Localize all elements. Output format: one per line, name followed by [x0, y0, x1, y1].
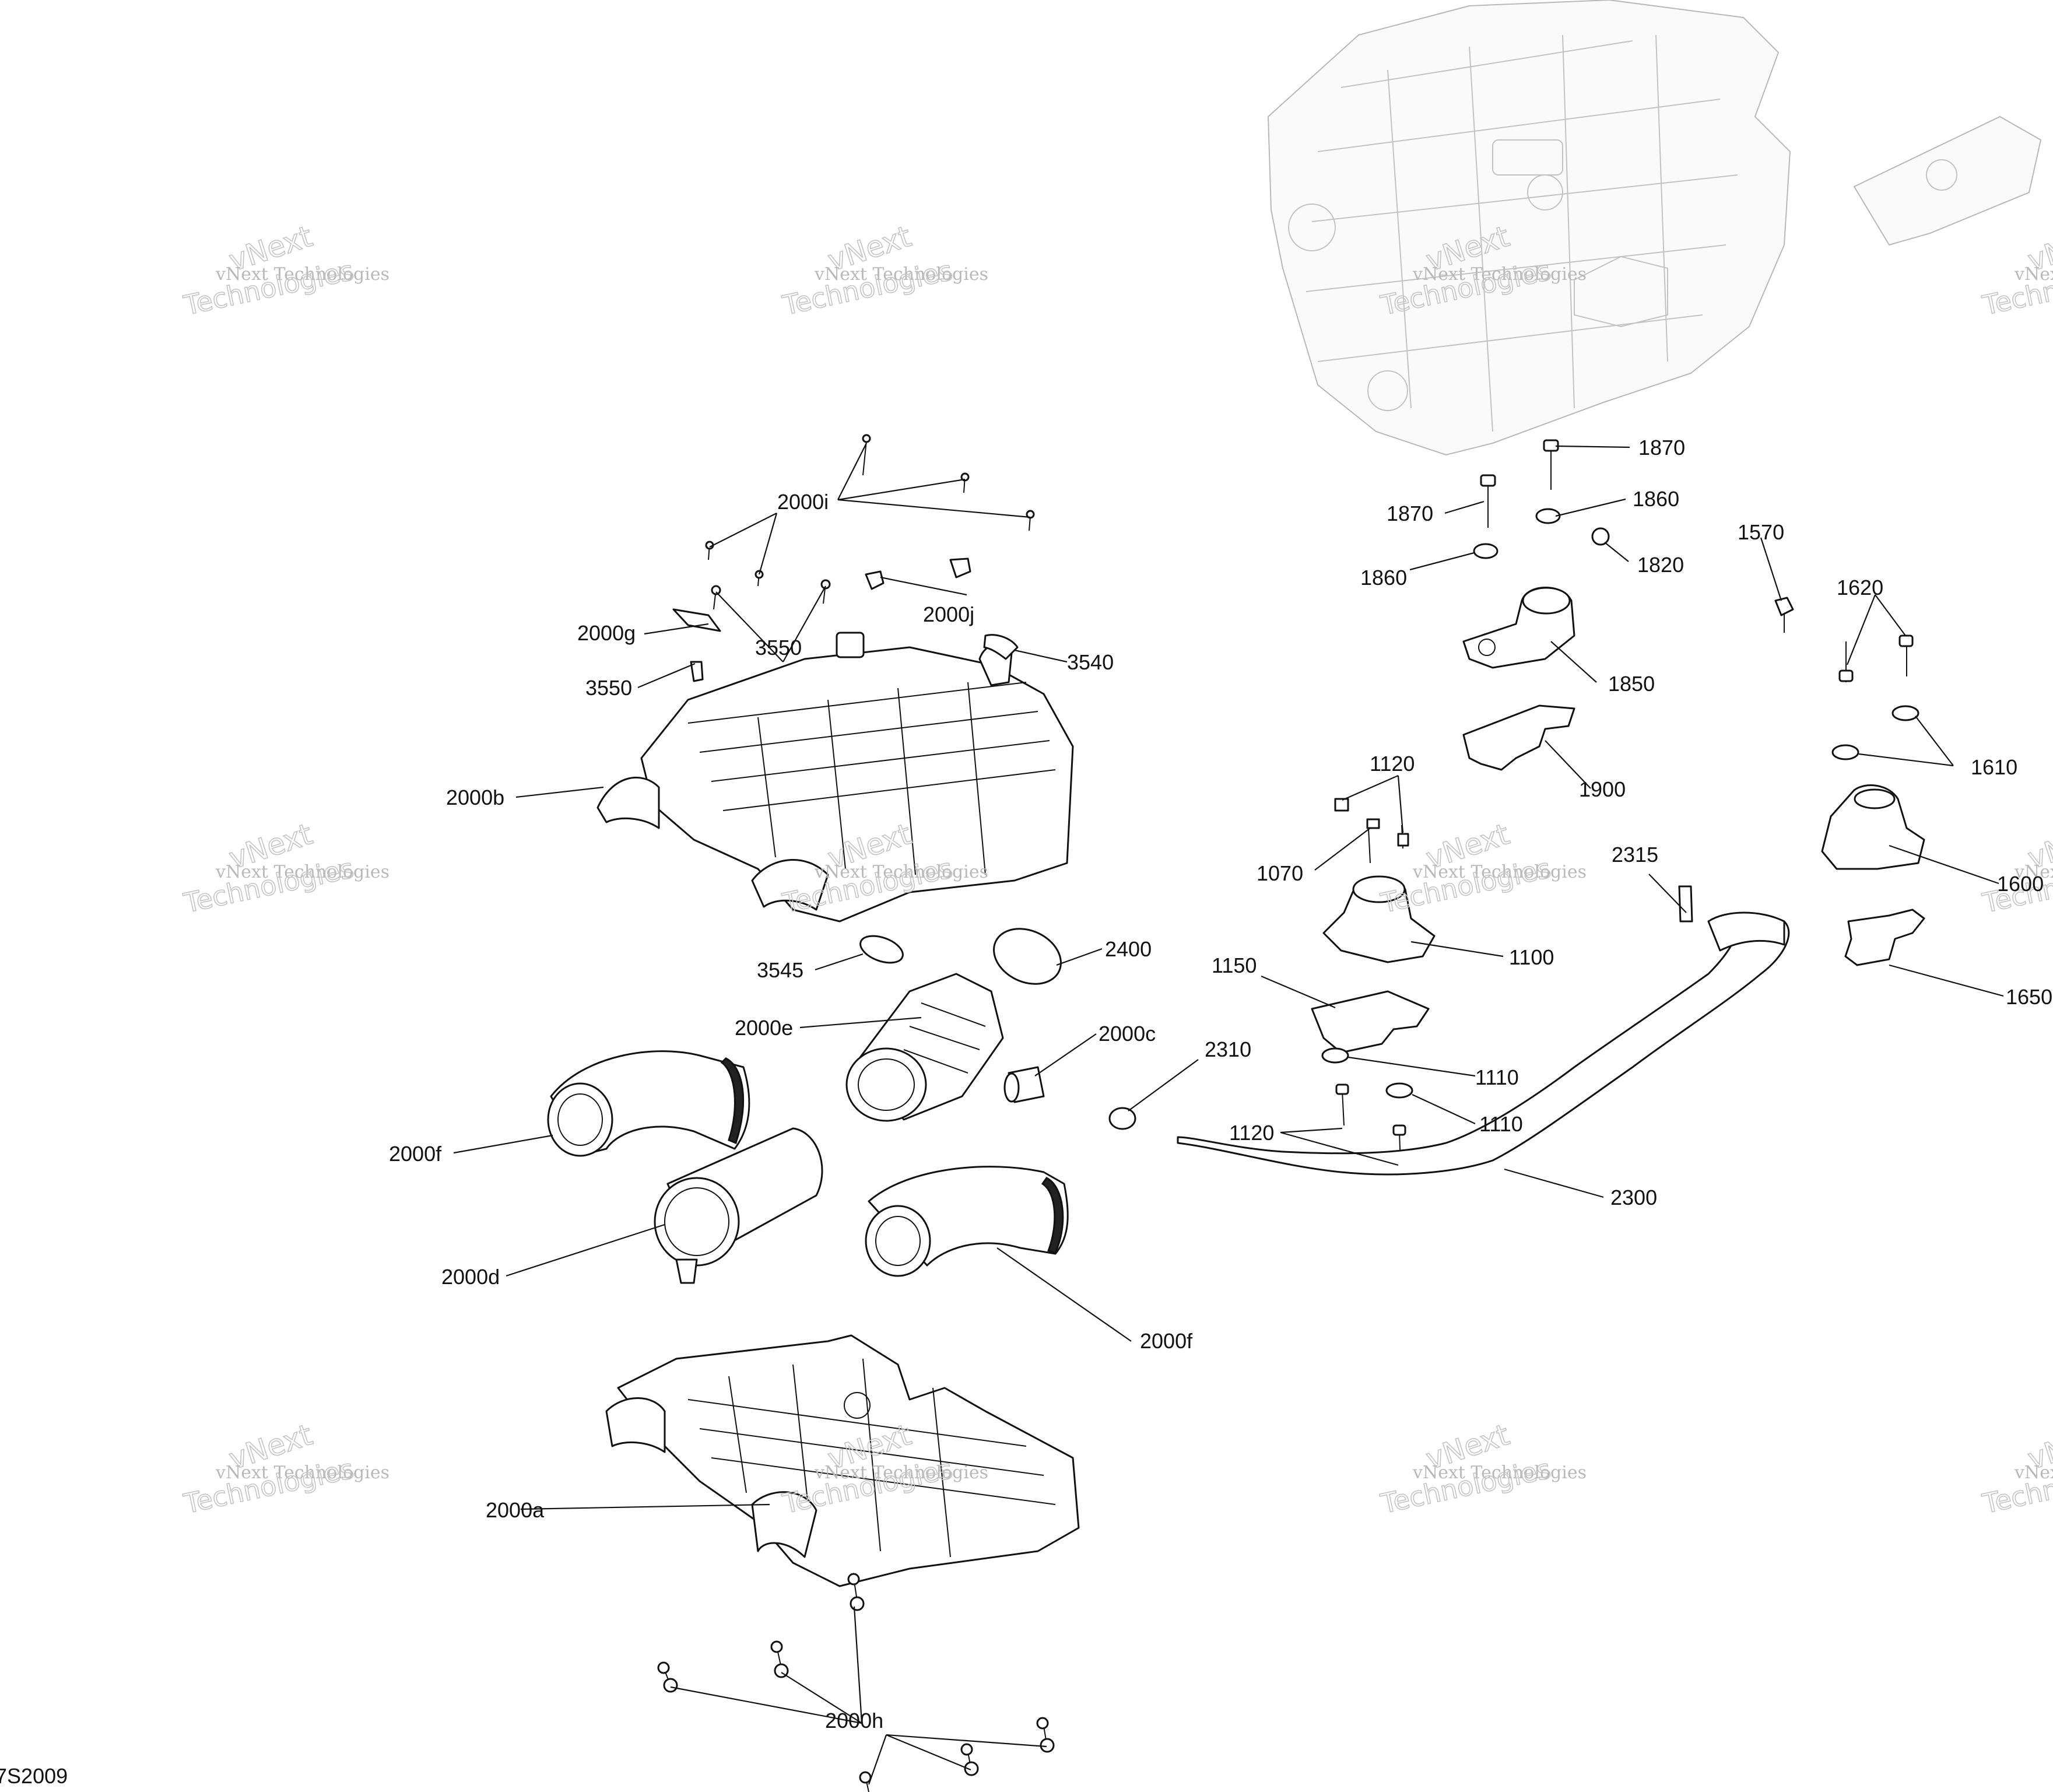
callout-1150: 1150 — [1212, 953, 1257, 977]
callout-1610: 1610 — [1971, 755, 2017, 779]
svg-text:vNext Technologies: vNext Technologies — [2014, 264, 2053, 285]
callout-2400: 2400 — [1105, 937, 1152, 961]
callout-3540: 3540 — [1067, 650, 1114, 674]
clamp-2400 — [993, 928, 1062, 985]
callout-1100: 1100 — [1509, 945, 1554, 969]
callout-1860: 1860 — [1633, 487, 1679, 511]
callout-3550: 3550 — [585, 676, 632, 700]
svg-text:vNext Technologies: vNext Technologies — [814, 264, 988, 285]
svg-text:vNext Technologies: vNext Technologies — [814, 862, 988, 882]
watermark: vNext vNext Technologies Technologies — [1979, 219, 2053, 321]
callout-1820: 1820 — [1637, 553, 1684, 577]
svg-text:vNext Technologies: vNext Technologies — [1412, 264, 1587, 285]
callout-3545: 3545 — [757, 958, 803, 982]
callout-2000c: 2000c — [1099, 1022, 1156, 1046]
elbow-duct-2000f-left — [547, 1050, 750, 1157]
fitting-2000c — [1003, 1066, 1045, 1103]
callout-1110: 1110 — [1475, 1065, 1519, 1089]
mount-hardware-1570-1600 — [1774, 597, 1925, 966]
callout-1650: 1650 — [2006, 985, 2052, 1009]
clamp-2310 — [1108, 1107, 1136, 1130]
callout-1620: 1620 — [1837, 576, 1883, 599]
callout-3550: 3550 — [755, 636, 802, 660]
tube-2000d — [654, 1127, 823, 1284]
callout-2000j: 2000j — [923, 602, 974, 626]
callout-1850: 1850 — [1608, 672, 1655, 696]
svg-text:vNext Technologies: vNext Technologies — [814, 1463, 988, 1483]
watermark: vNext vNext Technologies Technologies — [1377, 816, 1587, 919]
callout-2000b: 2000b — [446, 785, 504, 809]
svg-text:vNext Technologies: vNext Technologies — [2014, 1463, 2053, 1483]
callout-1070: 1070 — [1257, 861, 1303, 885]
callout-1110: 1110 — [1479, 1112, 1523, 1136]
svg-text:vNext Technologies: vNext Technologies — [215, 264, 389, 285]
elbow-duct-2000f-right — [865, 1166, 1069, 1277]
callout-2000d: 2000d — [441, 1265, 500, 1289]
callout-1120: 1120 — [1229, 1121, 1274, 1145]
callout-2000g: 2000g — [577, 621, 636, 645]
watermark: vNext vNext Technologies Technologies — [1377, 1417, 1587, 1520]
throttle-body-2000e — [845, 973, 1004, 1122]
callout-2000f: 2000f — [1140, 1329, 1193, 1353]
callout-2000h: 2000h — [825, 1709, 883, 1733]
watermark: vNext vNext Technologies Technologies — [779, 219, 988, 321]
callout-1870: 1870 — [1387, 502, 1433, 525]
watermark-group: vNext vNext Technologies Technologies vN… — [180, 219, 2053, 1520]
leader-lines — [453, 443, 2004, 1785]
svg-text:vNext Technologies: vNext Technologies — [2014, 862, 2053, 882]
fastener-group-2000i — [672, 434, 1035, 682]
watermark: vNext vNext Technologies Technologies — [1979, 1417, 2053, 1520]
callout-2300: 2300 — [1610, 1186, 1657, 1209]
callout-1870: 1870 — [1638, 436, 1685, 460]
lower-intake-manifold-2000a — [605, 1334, 1080, 1587]
mount-hardware-1870-1850 — [1462, 439, 1610, 669]
svg-text:vNext Technologies: vNext Technologies — [215, 1463, 389, 1483]
stud-group-2000h — [657, 1573, 1055, 1792]
svg-text:vNext Technologies: vNext Technologies — [215, 862, 389, 882]
hose-2300 — [1177, 885, 1790, 1176]
callout-2315: 2315 — [1612, 843, 1658, 867]
watermark: vNext vNext Technologies Technologies — [180, 816, 389, 919]
callout-2000e: 2000e — [735, 1016, 793, 1040]
callout-2310: 2310 — [1205, 1037, 1251, 1061]
callout-2000i: 2000i — [777, 490, 829, 514]
svg-text:vNext Technologies: vNext Technologies — [1412, 1463, 1587, 1483]
gasket-3545 — [859, 935, 904, 964]
callout-1570: 1570 — [1738, 520, 1784, 544]
callout-2000f: 2000f — [389, 1142, 442, 1166]
engine-ghost-illustration — [1267, 0, 2042, 456]
bracket-1900 — [1462, 704, 1575, 771]
mount-hardware-1100 — [1311, 798, 1436, 1167]
callout-1120: 1120 — [1370, 752, 1415, 776]
callout-1860: 1860 — [1360, 566, 1407, 590]
callout-2000a: 2000a — [486, 1498, 545, 1522]
callout-labels: 2000i 2000j 2000g 3550 3550 3540 2000b 3… — [389, 436, 2052, 1733]
watermark: vNext vNext Technologies Technologies — [180, 219, 389, 321]
callout-1600: 1600 — [1997, 872, 2044, 896]
watermark: vNext vNext Technologies Technologies — [180, 1417, 389, 1520]
watermark: vNext vNext Technologies Technologies — [1979, 816, 2053, 919]
callout-1900: 1900 — [1579, 777, 1626, 801]
upper-intake-manifold — [596, 632, 1074, 923]
svg-text:vNext Technologies: vNext Technologies — [1412, 862, 1587, 882]
